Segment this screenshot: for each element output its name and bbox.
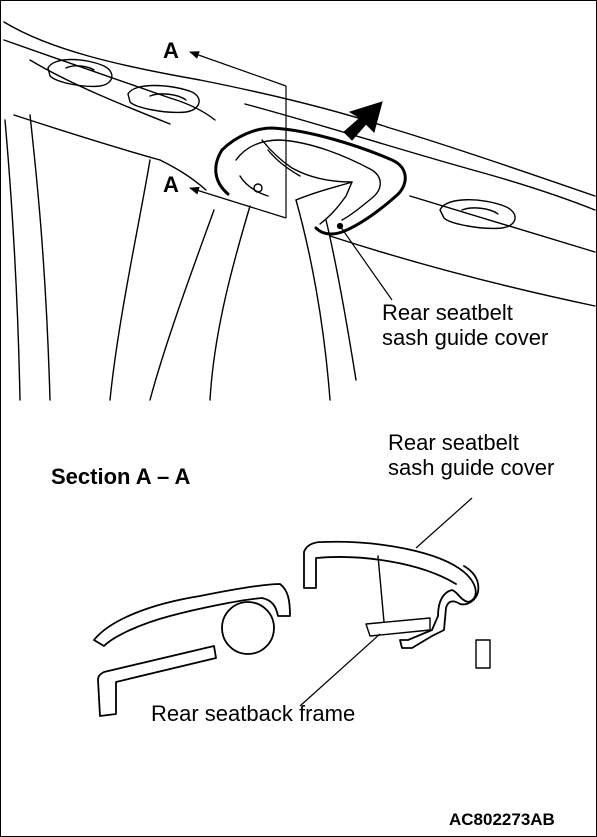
frame-latch bbox=[365, 617, 431, 637]
callout-line-1: Rear seatbelt bbox=[388, 430, 519, 455]
section-title: Section A – A bbox=[51, 464, 191, 489]
seatback-top-view bbox=[3, 21, 596, 401]
section-cut-line bbox=[189, 51, 287, 219]
callout-guide-cover-section: Rear seatbelt sash guide cover bbox=[388, 430, 554, 480]
callout-seatback-frame: Rear seatback frame bbox=[151, 701, 356, 726]
headrest-bump-2 bbox=[127, 84, 200, 114]
headrest-bump-1 bbox=[47, 58, 113, 88]
section-marker-top: A bbox=[163, 38, 179, 63]
guide-cover-section bbox=[303, 540, 480, 649]
figure-code: AC802273AB bbox=[449, 810, 555, 829]
leader-lines bbox=[336, 222, 393, 301]
headrest-bump-3 bbox=[439, 199, 516, 230]
guide-cover-outline bbox=[220, 126, 407, 236]
seatbelt-webbing bbox=[149, 209, 215, 401]
callout-guide-cover-top: Rear seatbelt sash guide cover bbox=[382, 300, 548, 350]
small-piece bbox=[475, 639, 491, 669]
frame-tube bbox=[221, 601, 275, 655]
callout-line-2: sash guide cover bbox=[388, 455, 555, 480]
section-leaders bbox=[299, 497, 473, 707]
section-view bbox=[93, 540, 491, 717]
callout-line-2: sash guide cover bbox=[382, 325, 549, 350]
seatback-frame-panel bbox=[93, 583, 291, 647]
section-marker-bottom: A bbox=[163, 172, 179, 197]
callout-line-1: Rear seatbelt bbox=[382, 300, 513, 325]
removal-direction-arrow bbox=[343, 101, 383, 141]
